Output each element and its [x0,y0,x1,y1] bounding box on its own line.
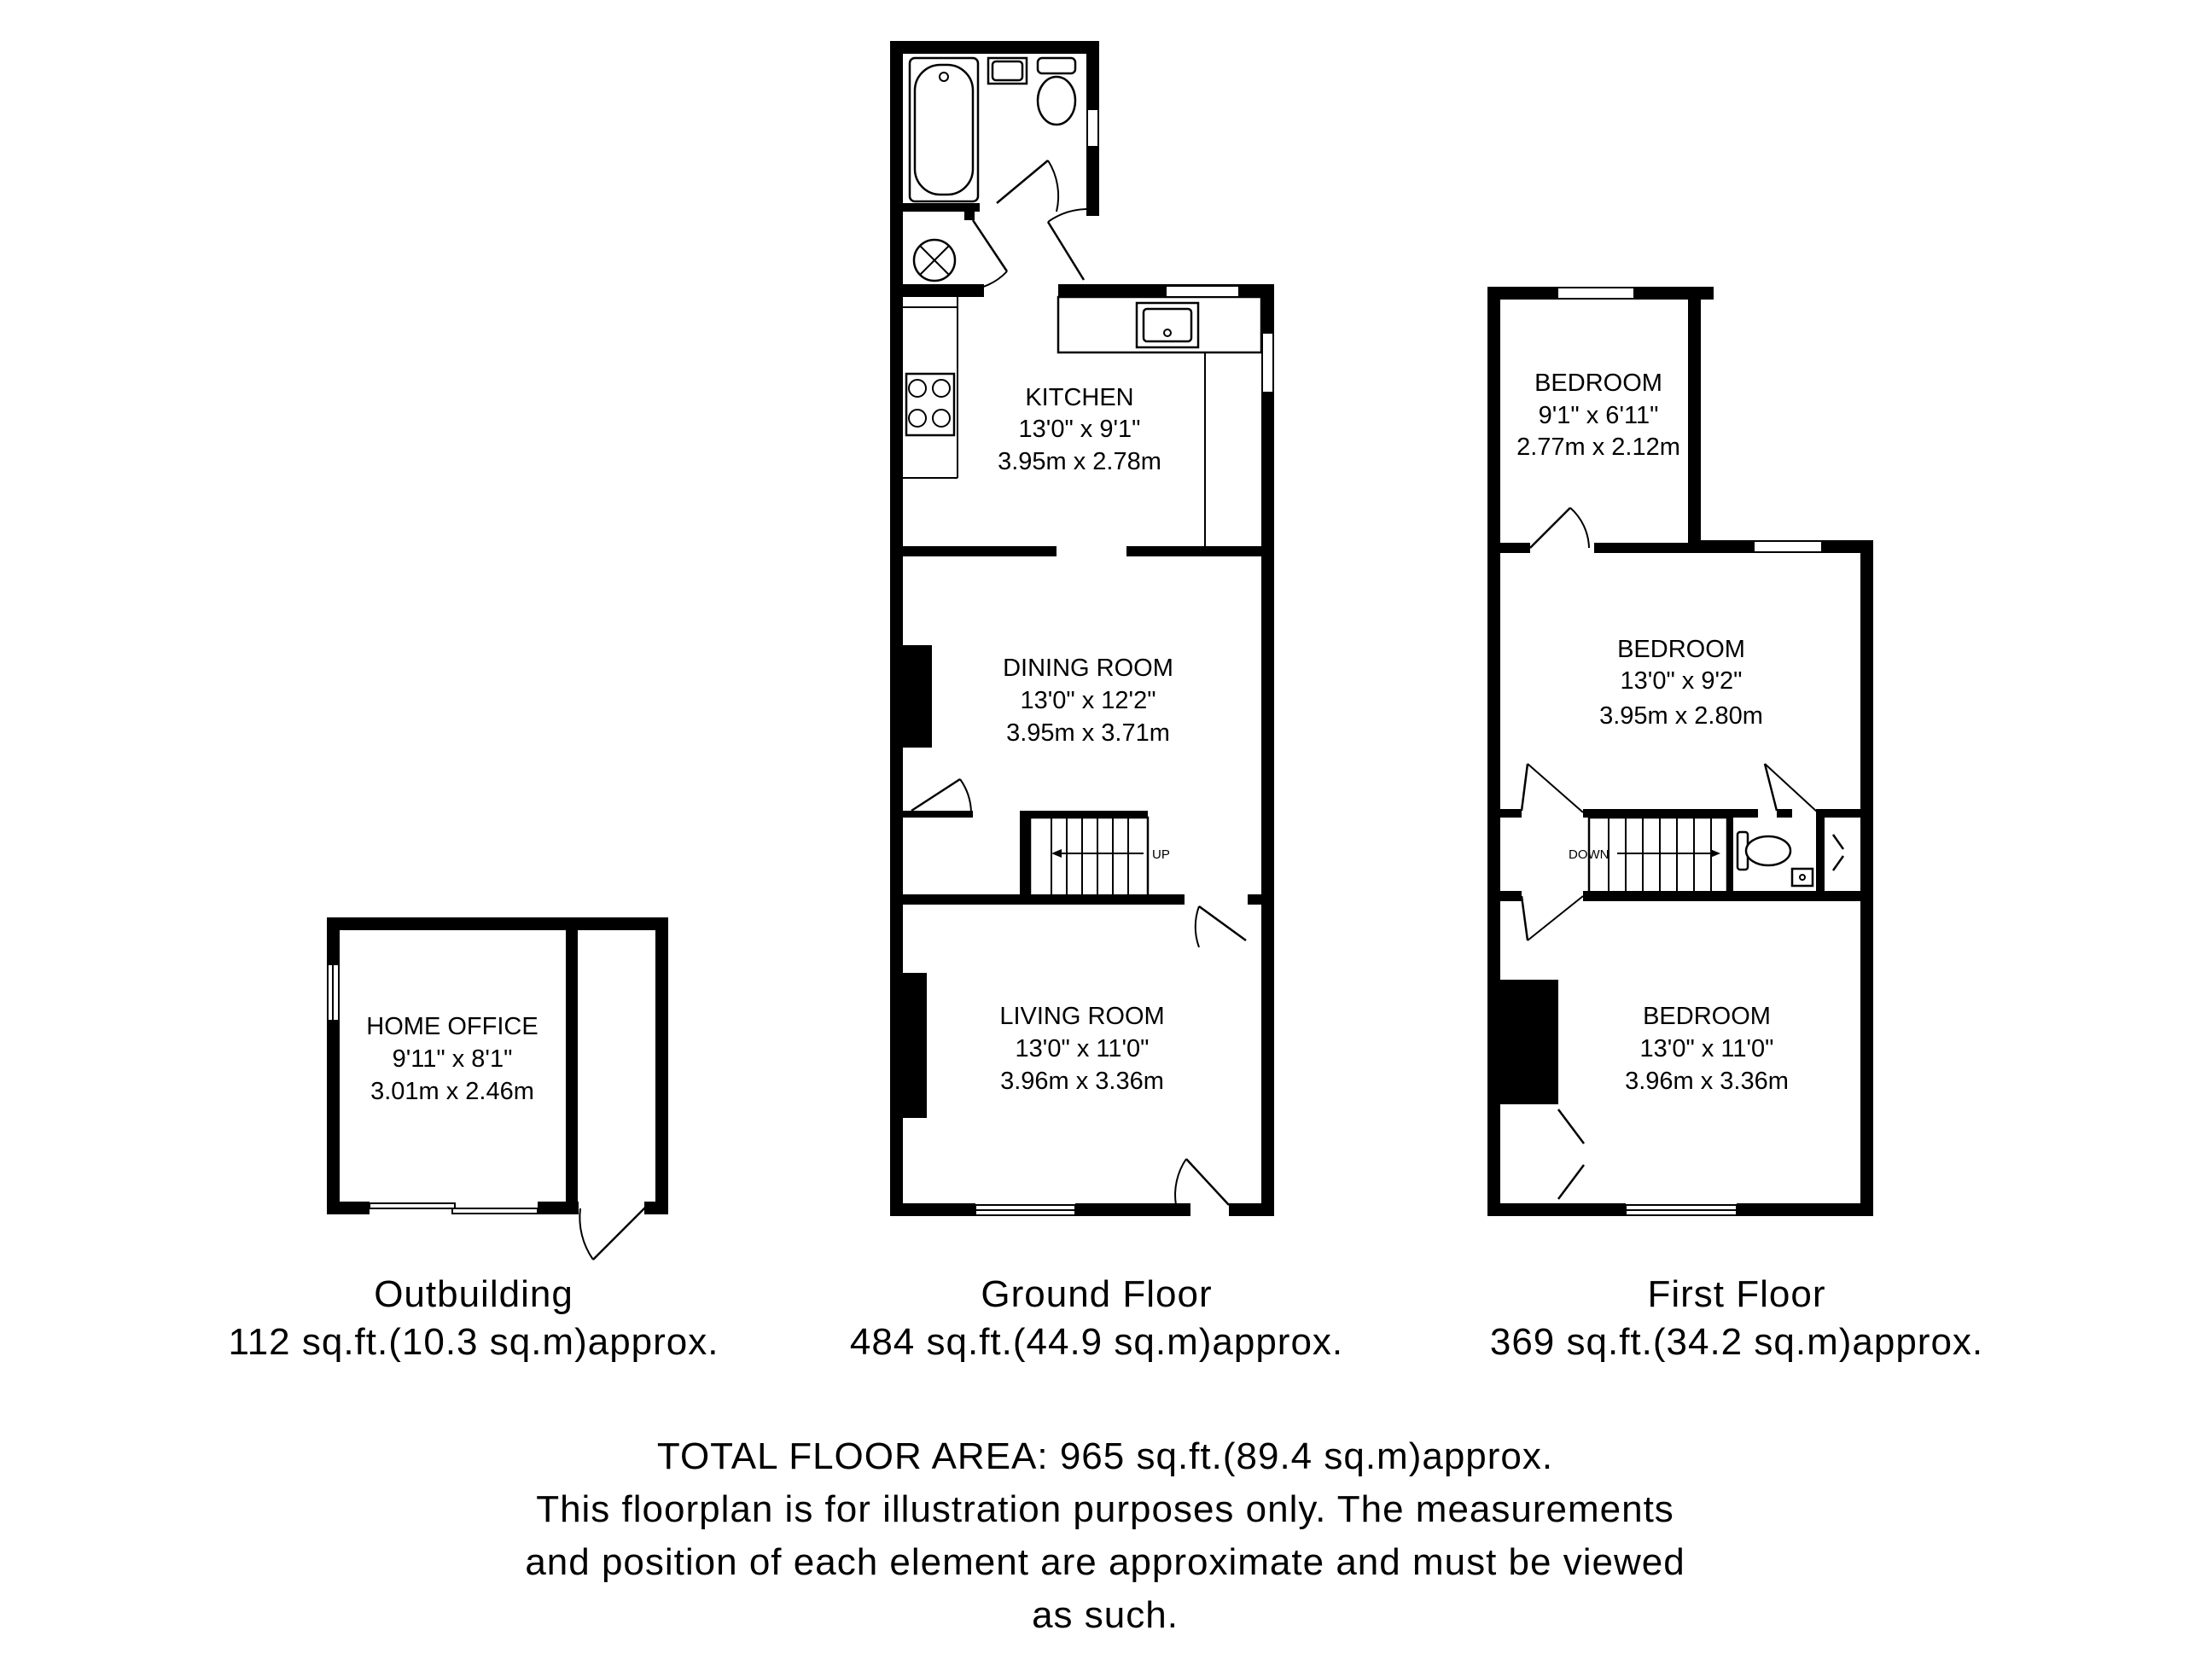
living-room-name: LIVING ROOM [999,1003,1164,1030]
first-floor-area: 369 sq.ft.(34.2 sq.m)approx. [1489,1321,1984,1363]
home-office-metric: 3.01m x 2.46m [370,1078,534,1105]
first-floor-caption: First Floor 369 sq.ft.(34.2 sq.m)approx. [1434,1273,2040,1364]
bedroom-front-metric: 3.96m x 3.36m [1625,1068,1789,1095]
ground-floor-caption: Ground Floor 484 sq.ft.(44.9 sq.m)approx… [794,1273,1400,1364]
bedroom-small-name: BEDROOM [1534,370,1662,397]
dining-room-imperial: 13'0" x 12'2" [1020,687,1155,714]
dining-room-name: DINING ROOM [1003,655,1173,682]
outbuilding-plan [327,917,668,1260]
outbuilding-area: 112 sq.ft.(10.3 sq.m)approx. [228,1321,719,1363]
footer-notes: TOTAL FLOOR AREA: 965 sq.ft.(89.4 sq.m)a… [256,1430,1954,1642]
disclaimer-line-1: This floorplan is for illustration purpo… [536,1488,1674,1530]
kitchen-metric: 3.95m x 2.78m [998,448,1161,475]
ground-floor-plan: UP KITCHEN 13'0" x 9'1" 3.95m x 2.78m DI… [890,41,1274,1216]
disclaimer-line-2: and position of each element are approxi… [525,1541,1685,1583]
home-office-imperial: 9'11" x 8'1" [393,1045,513,1073]
living-room-imperial: 13'0" x 11'0" [1016,1035,1150,1062]
bedroom-front-name: BEDROOM [1643,1003,1771,1030]
kitchen-imperial: 13'0" x 9'1" [1019,416,1141,443]
stair-up-label: UP [1152,847,1170,862]
total-floor-area: TOTAL FLOOR AREA: 965 sq.ft.(89.4 sq.m)a… [656,1435,1554,1477]
dining-room-metric: 3.95m x 3.71m [1006,719,1170,747]
ground-floor-area: 484 sq.ft.(44.9 sq.m)approx. [849,1321,1344,1363]
outbuilding-title: Outbuilding [374,1273,573,1315]
living-room-metric: 3.96m x 3.36m [1000,1068,1164,1095]
disclaimer-line-3: as such. [1032,1594,1179,1636]
bedroom-middle-name: BEDROOM [1617,636,1745,663]
bedroom-middle-metric: 3.95m x 2.80m [1599,702,1763,730]
home-office-name: HOME OFFICE [366,1013,538,1040]
first-floor-plan: DOWN BEDROOM 9'1" x 6'11" 2.77m x 2.12m … [1487,287,1873,1216]
bedroom-middle-imperial: 13'0" x 9'2" [1621,667,1743,695]
outbuilding-caption: Outbuilding 112 sq.ft.(10.3 sq.m)approx. [171,1273,777,1364]
bedroom-front-imperial: 13'0" x 11'0" [1640,1035,1774,1062]
first-floor-title: First Floor [1647,1273,1826,1315]
bedroom-small-imperial: 9'1" x 6'11" [1539,402,1659,429]
ground-floor-title: Ground Floor [981,1273,1213,1315]
stair-down-label: DOWN [1569,847,1610,862]
bedroom-small-metric: 2.77m x 2.12m [1516,434,1680,461]
kitchen-name: KITCHEN [1025,384,1133,411]
